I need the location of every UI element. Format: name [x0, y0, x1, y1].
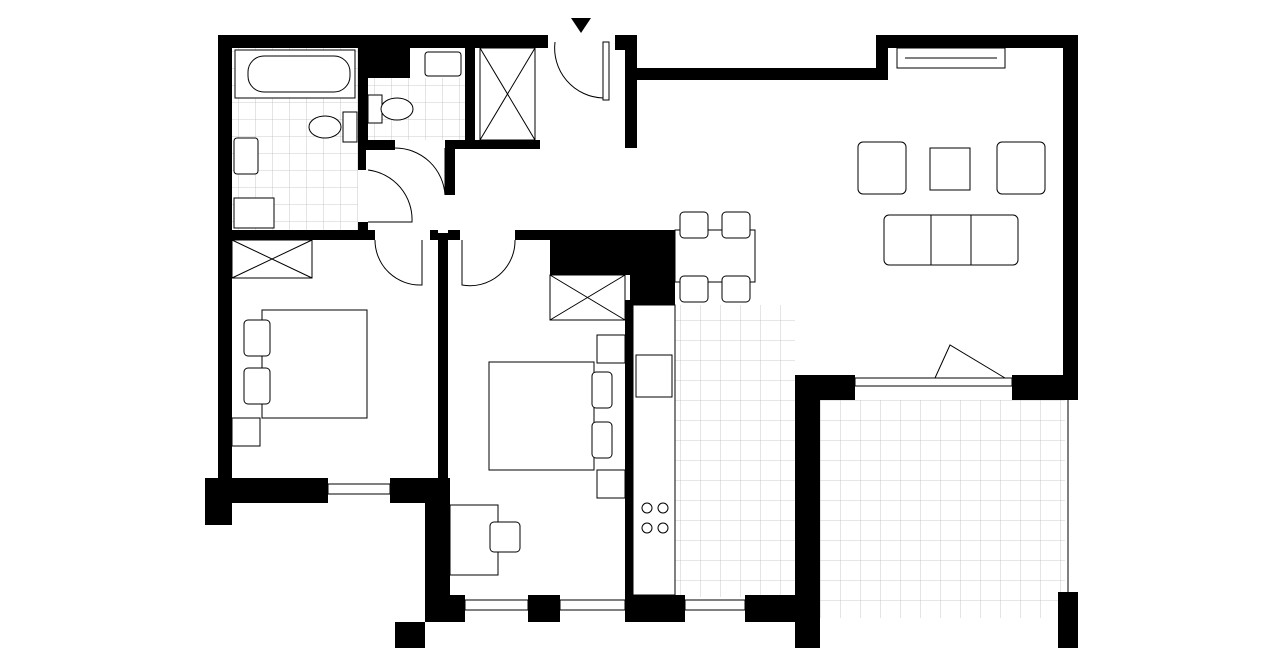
- interior-doors: [367, 147, 1006, 379]
- windows: [327, 377, 1069, 611]
- desk: [449, 504, 521, 576]
- toilet-wc: [367, 94, 414, 124]
- kitchen-floor: [675, 305, 795, 597]
- washing-machine: [233, 197, 275, 229]
- balcony-floor: [820, 400, 1065, 618]
- sofa: [883, 214, 1019, 266]
- wardrobe-2: [549, 274, 626, 321]
- bed-2: [488, 334, 626, 499]
- wc-sink: [424, 51, 462, 77]
- entrance-marker-icon: [571, 18, 591, 33]
- closet: [479, 47, 536, 141]
- bathtub: [234, 49, 356, 99]
- entrance-door[interactable]: [554, 41, 610, 101]
- coffee-table: [929, 147, 971, 191]
- walls: [205, 35, 1078, 648]
- bathroom-sink: [233, 137, 259, 175]
- bed-1: [231, 309, 368, 447]
- fireplace: [896, 47, 1006, 69]
- toilet-bath: [308, 111, 358, 143]
- kitchen-counter: [632, 304, 676, 596]
- dining-set: [674, 211, 756, 303]
- wardrobe-1: [231, 239, 313, 279]
- armchairs: [857, 141, 1046, 195]
